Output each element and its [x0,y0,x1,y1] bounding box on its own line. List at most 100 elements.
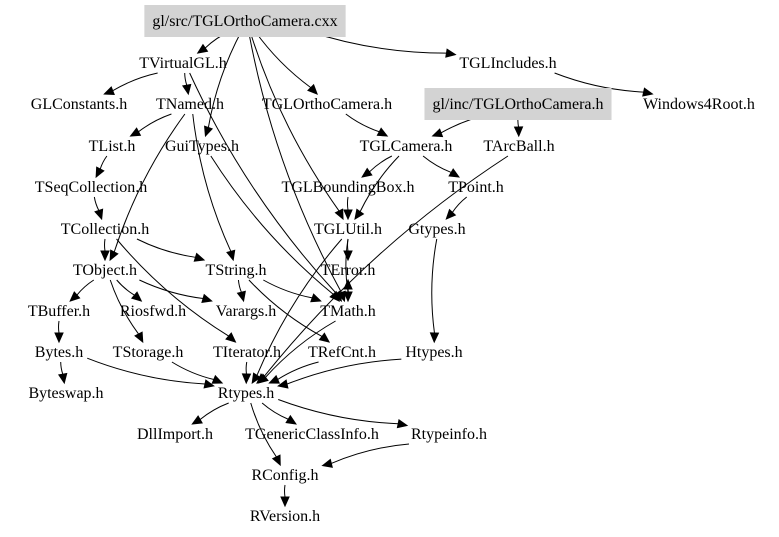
arrowhead-icon [181,83,192,96]
edge-n31-n33 [261,402,289,420]
node-tvirtualgl-h[interactable]: TVirtualGL.h [139,55,226,72]
edge-n4-n8 [138,113,172,133]
arrowhead-icon [196,43,209,54]
edge-n26-n31 [171,361,214,381]
node-gl-inc-tglorthocamera-h[interactable]: gl/inc/TGLOrthoCamera.h [424,88,612,120]
node-label: TStorage.h [113,344,184,361]
edge-n0-n5 [254,30,312,89]
edge-n8-n12 [99,155,108,170]
node-label: gl/inc/TGLOrthoCamera.h [432,96,603,113]
edge-n9-n24 [210,155,334,295]
arrowhead-icon [211,374,224,384]
node-tbuffer-h[interactable]: TBuffer.h [28,303,90,320]
node-tobject-h[interactable]: TObject.h [73,262,137,279]
edge-n24-n31 [265,320,336,378]
node-riosfwd-h[interactable]: Riosfwd.h [120,303,186,320]
edge-n18-n21 [76,279,95,296]
edge-n31-n35 [250,402,277,458]
node-bytes-h[interactable]: Bytes.h [35,344,83,361]
arrowhead-icon [431,128,444,138]
arrowhead-icon [225,332,237,343]
node-label: TBuffer.h [28,303,90,320]
edge-n31-n32 [199,402,229,420]
node-dllimport-h[interactable]: DllImport.h [137,426,213,443]
edge-n1-n24 [189,72,337,294]
node-label: TObject.h [73,262,137,279]
arrowhead-icon [448,168,460,178]
edge-n19-n24 [263,279,313,299]
arrowhead-icon [277,379,289,389]
arrowhead-icon [307,83,318,95]
node-label: gl/src/TGLOrthoCamera.cxx [152,13,337,30]
edge-n18-n23 [139,279,204,300]
node-titerator-h[interactable]: TIterator.h [213,344,281,361]
edge-n19-n23 [237,279,242,293]
node-tnamed-h[interactable]: TNamed.h [156,96,224,113]
arrowhead-icon [343,209,353,221]
edge-n10-n14 [422,155,452,173]
node-tstorage-h[interactable]: TStorage.h [113,344,184,361]
edge-n18-n26 [109,279,139,335]
node-tglorthocamera-h[interactable]: TGLOrthoCamera.h [262,96,392,113]
edge-n5-n10 [345,113,380,133]
node-tstring-h[interactable]: TString.h [206,262,267,279]
node-tgenericclassinfo-h[interactable]: TGenericClassInfo.h [245,426,379,443]
arrowhead-icon [642,87,654,97]
node-tmath-h[interactable]: TMath.h [320,303,376,320]
arrowhead-icon [318,332,331,343]
node-tglincludes-h[interactable]: TGLIncludes.h [459,55,556,72]
node-terror-h[interactable]: TError.h [321,262,376,279]
node-label: Rtypes.h [218,385,274,402]
arrowhead-icon [129,127,142,137]
arrowhead-icon [103,86,115,95]
node-tglutil-h[interactable]: TGLUtil.h [314,221,382,238]
arrowhead-icon [100,250,110,262]
node-label: TSeqCollection.h [35,179,147,196]
arrowhead-icon [191,415,203,425]
node-tlist-h[interactable]: TList.h [89,138,136,155]
node-label: TVirtualGL.h [139,55,226,72]
node-guitypes-h[interactable]: GuiTypes.h [165,138,239,155]
node-label: Byteswap.h [28,385,103,402]
node-byteswap-h[interactable]: Byteswap.h [28,385,103,402]
node-label: TString.h [206,262,267,279]
arrowhead-icon [445,48,457,58]
node-tglboundingbox-h[interactable]: TGLBoundingBox.h [282,179,415,196]
arrowhead-icon [445,208,457,220]
arrowhead-icon [329,290,340,302]
node-label: GLConstants.h [31,96,127,113]
node-gl-src-tglorthocamera-cxx[interactable]: gl/src/TGLOrthoCamera.cxx [144,5,346,37]
node-label: TGLUtil.h [314,221,382,238]
arrowhead-icon [256,373,268,384]
node-varargs-h[interactable]: Varargs.h [216,303,277,320]
arrowhead-icon [69,291,81,302]
node-label: TError.h [321,262,376,279]
node-tpoint-h[interactable]: TPoint.h [448,179,504,196]
node-glconstants-h[interactable]: GLConstants.h [31,96,127,113]
node-tcollection-h[interactable]: TCollection.h [61,221,149,238]
edges-layer [54,30,654,508]
node-trefcnt-h[interactable]: TRefCnt.h [308,344,376,361]
arrowhead-icon [57,372,68,385]
node-rversion-h[interactable]: RVersion.h [250,508,320,525]
node-tarcball-h[interactable]: TArcBall.h [483,138,554,155]
node-tseqcollection-h[interactable]: TSeqCollection.h [35,179,147,196]
node-gtypes-h[interactable]: Gtypes.h [408,221,465,238]
node-windows4root-h[interactable]: Windows4Root.h [643,96,755,113]
node-label: TGLCamera.h [360,138,453,155]
node-htypes-h[interactable]: Htypes.h [405,344,462,361]
edge-n4-n19 [192,113,232,252]
edge-n28-n31 [277,361,319,380]
node-tglcamera-h[interactable]: TGLCamera.h [360,138,453,155]
node-label: TMath.h [320,303,376,320]
node-label: Varargs.h [216,303,277,320]
node-rtypes-h[interactable]: Rtypes.h [218,385,274,402]
arrowhead-icon [354,208,365,221]
node-rtypeinfo-h[interactable]: Rtypeinfo.h [411,426,487,443]
arrowhead-icon [513,126,524,138]
node-label: Gtypes.h [408,221,465,238]
edge-n4-n18 [113,113,186,253]
node-rconfig-h[interactable]: RConfig.h [251,467,318,484]
edge-n27-n31 [245,361,248,375]
